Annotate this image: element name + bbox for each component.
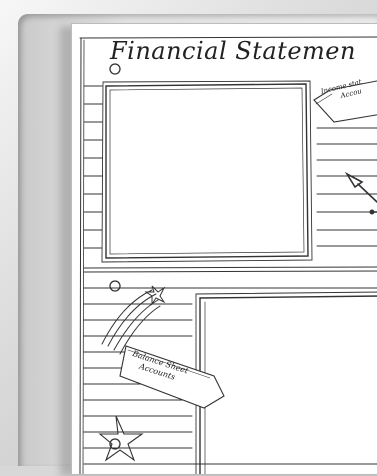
worksheet-title: Financial Statemen (110, 37, 356, 65)
worksheet-page: Financial Statemen Income stat Accou Bal… (72, 24, 377, 474)
